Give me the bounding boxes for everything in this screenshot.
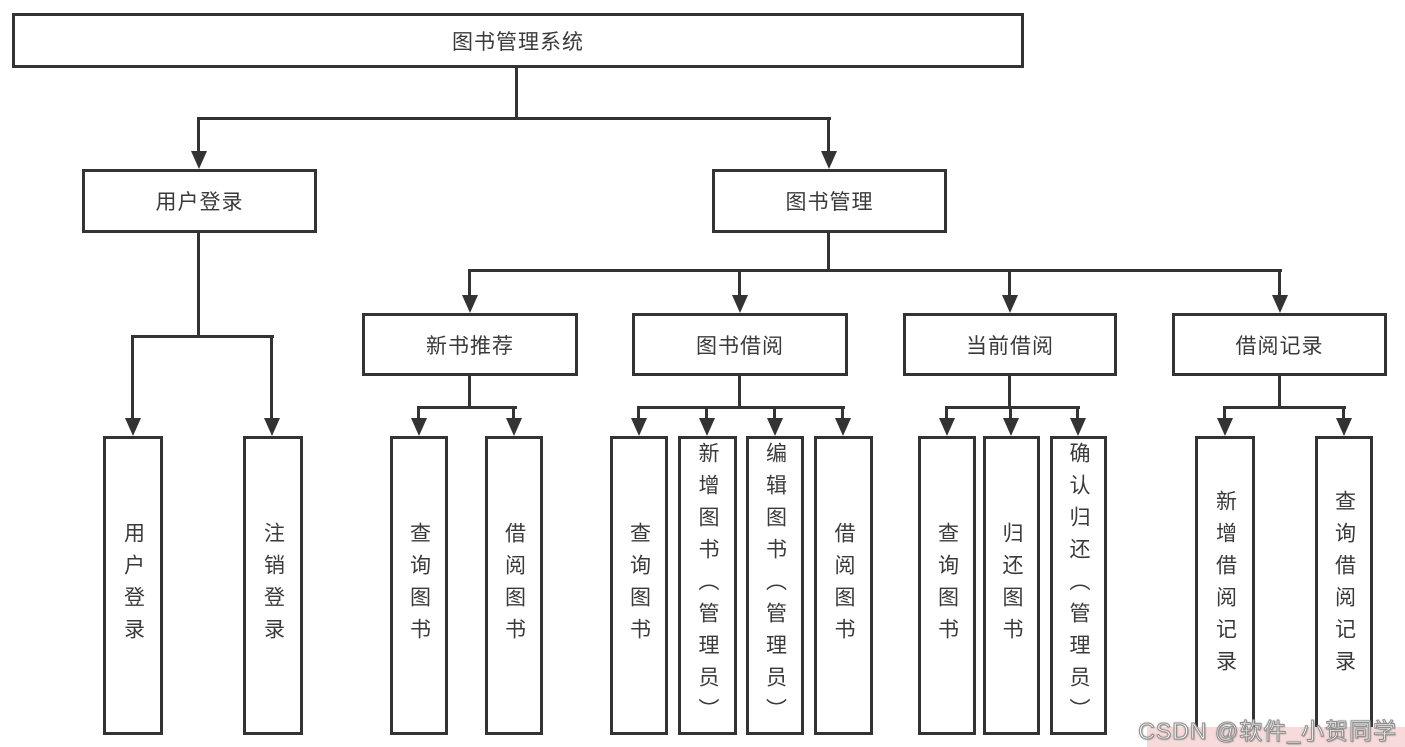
connector-leg [705,406,708,421]
connector-leg [1278,269,1281,298]
node-book-borrow: 图书借阅 [632,313,848,376]
leaf-label: 借阅图书 [502,521,526,650]
connector-leg [417,406,420,421]
connector-stem [468,376,471,408]
connector-leg [841,406,844,421]
node-user-login: 用户登录 [82,169,317,233]
arrow-down-icon [191,151,207,169]
connector-leg [773,406,776,421]
connector-leg [512,406,515,421]
node-label: 图书借阅 [696,334,784,358]
connector-leg [738,269,741,298]
leaf-add-borrow-record: 新增借阅记录 [1195,436,1255,735]
connector-leg [637,406,640,421]
arrow-down-icon [1070,418,1086,436]
arrow-down-icon [411,418,427,436]
arrow-down-icon [821,151,837,169]
leaf-label: 查询图书 [935,521,959,650]
arrow-down-icon [125,418,141,436]
connector-leg [1009,406,1012,421]
arrow-down-icon [732,295,748,313]
connector-level2-bus [197,117,831,120]
leaf-label: 归还图书 [1000,521,1023,650]
connector-bus [945,406,1080,409]
node-borrow-records: 借阅记录 [1172,313,1387,376]
connector-user-login-stem [197,233,200,337]
leaf-label: 用户登录 [121,521,145,650]
connector-root-stem [515,68,518,120]
arrow-down-icon [1272,295,1288,313]
leaf-rec-borrow-books: 借阅图书 [485,436,543,735]
arrow-down-icon [939,418,955,436]
leaf-add-books-admin: 新增图书（管理员） [678,436,737,735]
leaf-user-login: 用户登录 [103,436,163,735]
node-root-label: 图书管理系统 [452,30,584,54]
connector-user-login-bus [131,335,274,338]
node-label: 借阅记录 [1235,334,1324,358]
connector-leg [1008,269,1011,298]
leaf-label: 查询图书 [627,521,651,650]
arrow-down-icon [462,295,478,313]
watermark-text: CSDN @软件_小贺同学 [1138,718,1397,745]
arrow-down-icon [506,418,522,436]
arrow-down-icon [1217,418,1233,436]
arrow-down-icon [1003,418,1019,436]
connector-book-mgmt-stem [827,233,830,271]
arrow-down-icon [835,418,851,436]
connector-leg [270,335,273,421]
node-label: 图书管理 [785,191,874,214]
connector-level3-bus [468,269,1282,272]
node-label: 当前借阅 [966,334,1054,358]
leaf-label: 查询借阅记录 [1332,489,1356,682]
connector-bus [1223,406,1346,409]
leaf-label: 新增借阅记录 [1213,489,1237,682]
arrow-down-icon [631,418,647,436]
connector-leg [1076,406,1079,421]
leaf-label: 编辑图书（管理员） [763,441,787,730]
arrow-down-icon [699,418,715,436]
connector-stem [738,376,741,408]
connector-stem [1278,376,1281,408]
leaf-label: 借阅图书 [832,521,855,650]
connector-leg [827,117,830,155]
leaf-confirm-return-admin: 确认归还（管理员） [1050,436,1107,735]
node-book-management: 图书管理 [712,169,947,233]
node-label: 新书推荐 [426,334,514,358]
connector-leg [1342,406,1345,421]
connector-bus [417,406,517,409]
leaf-label: 确认归还（管理员） [1067,441,1090,730]
connector-leg [468,269,471,298]
leaf-label: 查询图书 [407,521,431,650]
node-new-book-recommend: 新书推荐 [362,313,578,376]
connector-leg [945,406,948,421]
leaf-cur-query-books: 查询图书 [918,436,976,735]
connector-stem [1008,376,1011,408]
leaf-query-borrow-record: 查询借阅记录 [1315,436,1373,735]
arrow-down-icon [1002,295,1018,313]
leaf-edit-books-admin: 编辑图书（管理员） [746,436,804,735]
arrow-down-icon [767,418,783,436]
connector-leg [197,117,200,155]
arrow-down-icon [1336,418,1352,436]
leaf-label: 注销登录 [261,521,285,650]
leaf-logout: 注销登录 [243,436,303,735]
leaf-borrow-borrow-books: 借阅图书 [814,436,873,735]
leaf-label: 新增图书（管理员） [696,441,719,730]
node-label: 用户登录 [155,191,244,214]
leaf-return-books: 归还图书 [983,436,1040,735]
leaf-borrow-query-books: 查询图书 [610,436,668,735]
node-current-borrow: 当前借阅 [903,313,1117,376]
watermark-strip [1147,727,1405,747]
arrow-down-icon [264,418,280,436]
connector-leg [1223,406,1226,421]
leaf-rec-query-books: 查询图书 [390,436,448,735]
connector-leg [131,335,134,421]
node-root: 图书管理系统 [12,13,1024,68]
connector-bus [637,406,845,409]
